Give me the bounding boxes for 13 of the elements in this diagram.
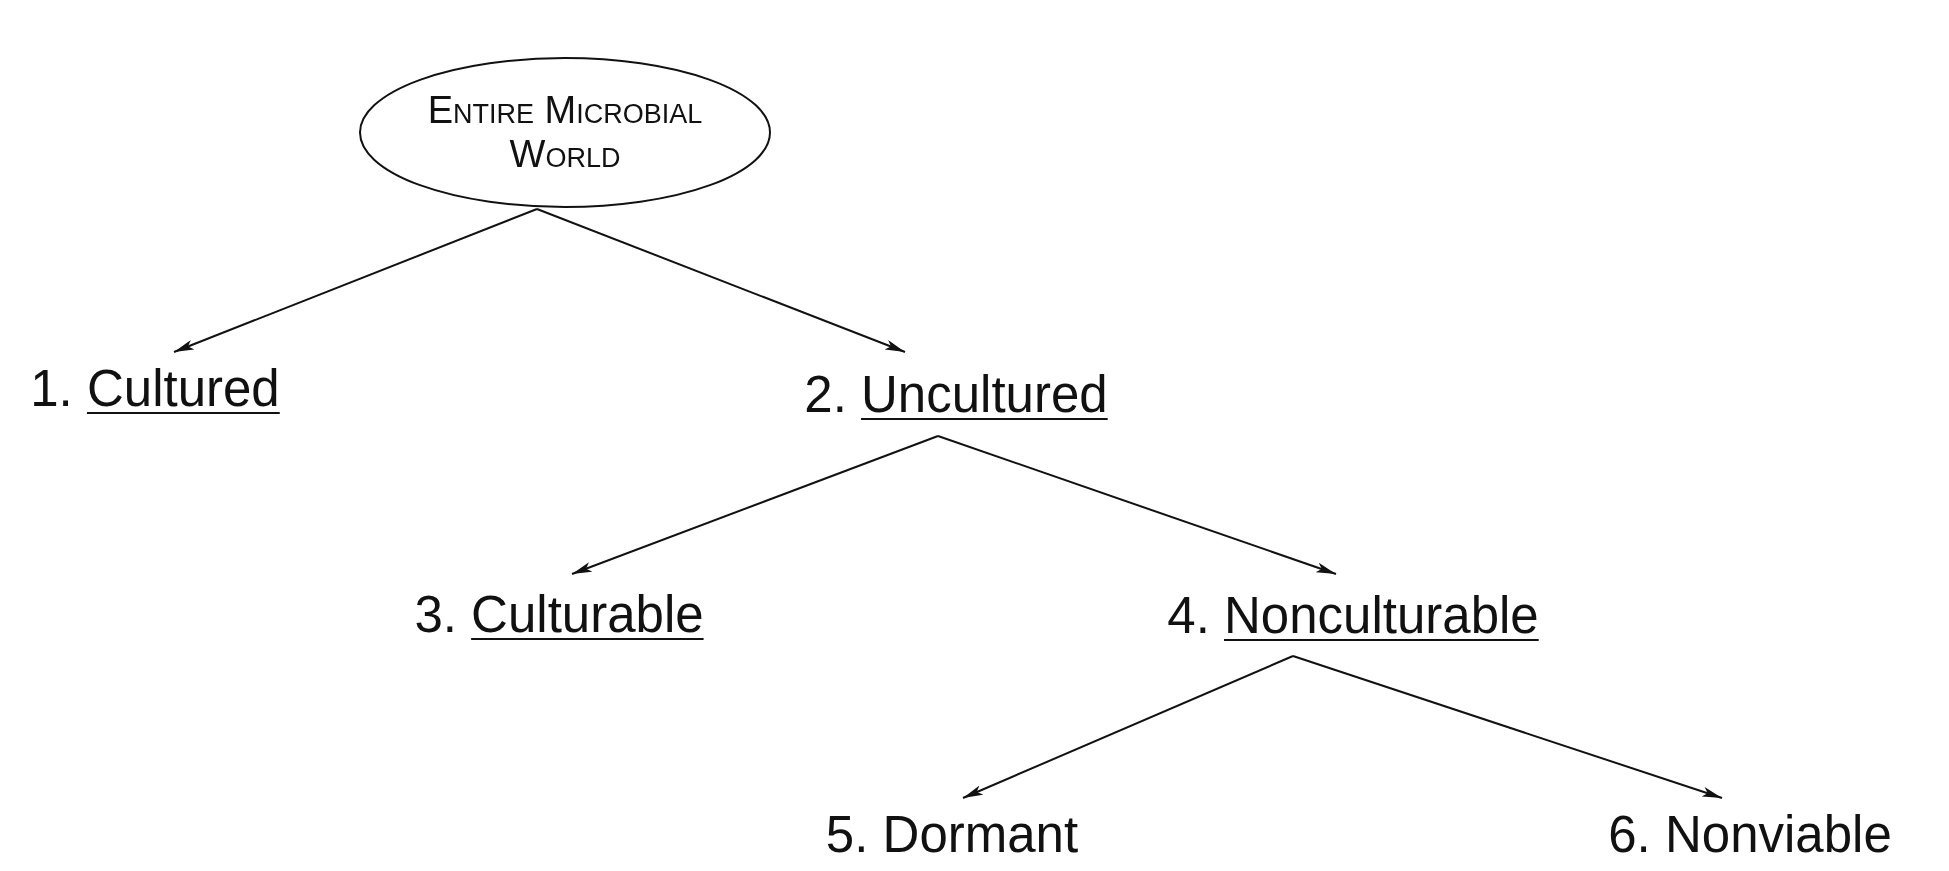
node-label: 5. Dormant [825,805,1079,864]
node-label: 2. Uncultured [804,364,1108,424]
node-label: 6. Nonviable [1608,805,1892,864]
arrow [937,435,1337,575]
node-label: Entire Microbial World [426,88,704,177]
arrow [962,655,1294,799]
node-label: 4. Nonculturable [1167,585,1539,645]
node-label: 1. Cultured [30,358,280,418]
arrow [571,435,939,575]
node-label: 3. Culturable [414,584,704,644]
arrow [1292,655,1723,799]
arrow [173,208,538,353]
arrow [536,208,906,353]
